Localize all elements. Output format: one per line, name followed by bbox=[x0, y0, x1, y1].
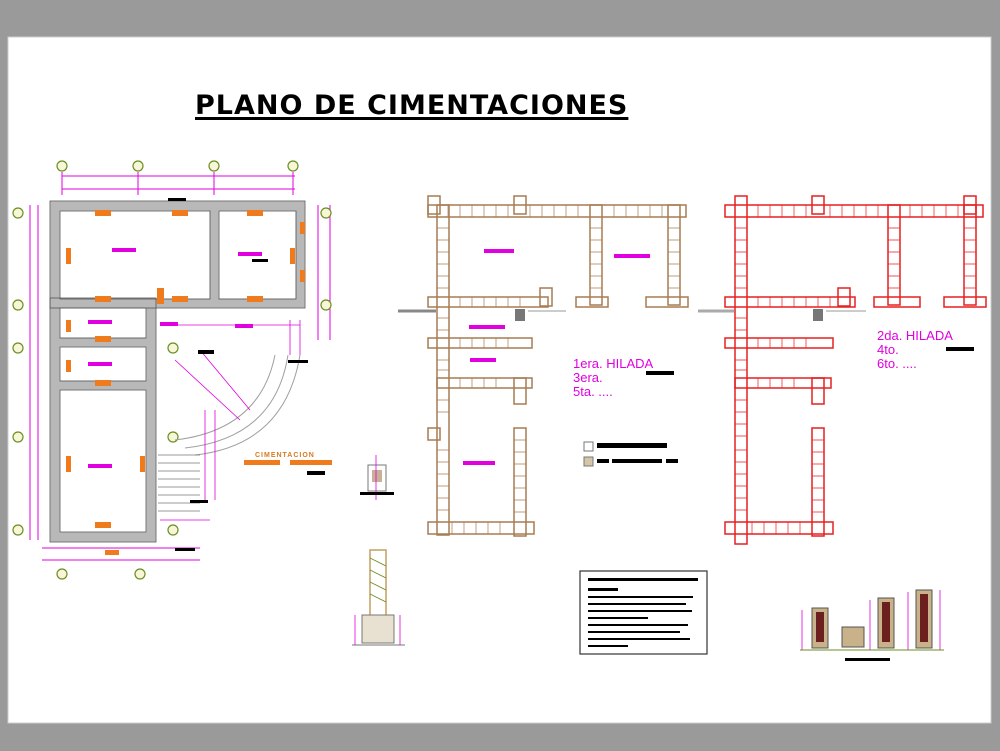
foundation-plan bbox=[12, 160, 332, 580]
second-course-note: 2da. HILADA 4to. 6to. .... bbox=[877, 329, 953, 371]
foundation-label: CIMENTACION bbox=[255, 452, 315, 459]
course-note-line: 6to. .... bbox=[877, 356, 917, 371]
plan-level-marks bbox=[168, 198, 308, 551]
material-legend bbox=[583, 441, 678, 467]
course-note-line: 1era. HILADA bbox=[573, 356, 654, 371]
brick-joints-odd bbox=[437, 205, 680, 534]
plan-dimension-lines bbox=[29, 172, 331, 561]
room-tags bbox=[88, 248, 262, 468]
notes-table bbox=[579, 570, 708, 655]
plan-walls bbox=[50, 201, 305, 542]
foundation-section-details bbox=[800, 589, 944, 661]
red-plan-extras bbox=[698, 309, 974, 351]
wall-section-detail bbox=[352, 549, 405, 646]
course-note-line: 2da. HILADA bbox=[877, 328, 953, 343]
footing-marks bbox=[66, 210, 305, 555]
first-course-note: 1era. HILADA 3era. 5ta. .... bbox=[573, 357, 653, 399]
drawing-title: PLANO DE CIMENTACIONES bbox=[195, 90, 629, 121]
course-note-line: 4to. bbox=[877, 342, 899, 357]
axis-markers bbox=[12, 160, 332, 580]
column-detail-small bbox=[360, 455, 394, 500]
interior-dimensions bbox=[160, 320, 301, 521]
foundation-legend bbox=[244, 460, 332, 475]
brown-plan-extras bbox=[398, 249, 674, 465]
brick-joints-even bbox=[735, 205, 976, 534]
course-note-line: 5ta. .... bbox=[573, 384, 613, 399]
stair-steps bbox=[158, 454, 200, 512]
course-note-line: 3era. bbox=[573, 370, 603, 385]
